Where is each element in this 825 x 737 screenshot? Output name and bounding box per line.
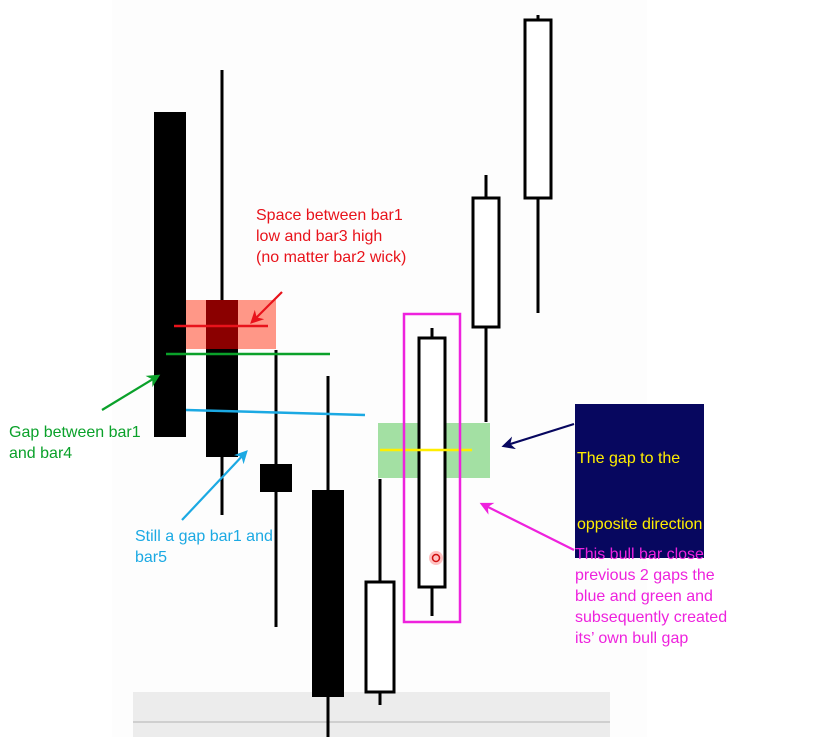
cyan-arrow <box>181 450 248 521</box>
annotation-navy: The gap to the opposite direction <box>575 404 705 558</box>
annotation-navy-line1: The gap to the <box>577 450 681 467</box>
bar1-body <box>154 112 186 437</box>
annotation-green: Gap between bar1 and bar4 <box>9 424 141 462</box>
bar3-body <box>260 464 292 492</box>
bar7-body <box>471 196 501 329</box>
annotation-navy-line2: opposite direction <box>577 516 703 533</box>
cursor-dot <box>429 551 443 565</box>
bar4-body <box>312 490 344 697</box>
red-zone-overlap <box>206 300 238 349</box>
navy-arrow <box>501 422 575 450</box>
annotation-cyan: Still a gap bar1 and bar5 <box>135 528 273 566</box>
cyan-level-line <box>185 408 366 417</box>
green-arrow <box>101 374 161 411</box>
annotation-red: Space between bar1 low and bar3 high (no… <box>256 207 407 266</box>
bar5-body <box>364 580 396 694</box>
magenta-arrow <box>479 502 575 551</box>
magenta-highlight-box <box>402 312 462 624</box>
red-arrow <box>250 291 283 324</box>
cursor-dot-core <box>431 553 441 563</box>
annotation-magenta: This bull bar close previous 2 gaps the … <box>575 546 728 647</box>
bar8-body <box>523 18 553 200</box>
bottom-strip <box>133 692 610 737</box>
bar6-body <box>417 336 447 589</box>
